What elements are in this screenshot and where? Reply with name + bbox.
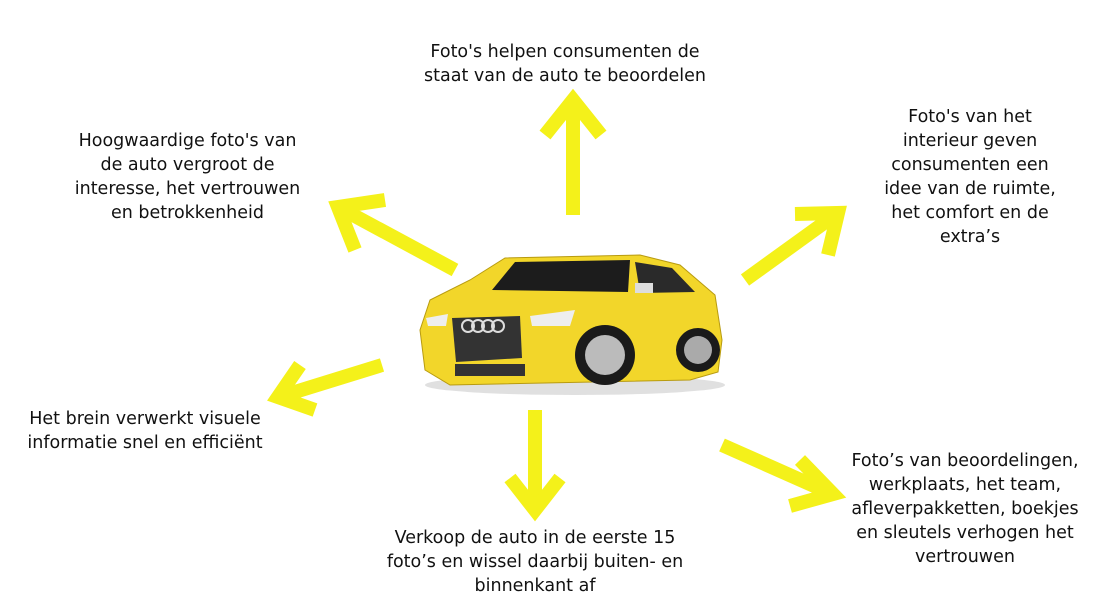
label-top: Foto's helpen consumenten de staat van d… bbox=[405, 40, 725, 88]
label-line: binnenkant af bbox=[474, 576, 596, 596]
arrow-up-right bbox=[740, 205, 847, 286]
label-line: Verkoop de auto in de eerste 15 bbox=[394, 528, 676, 548]
arrow-up-left bbox=[328, 193, 459, 277]
label-line: afleverpakketten, boekjes bbox=[851, 499, 1079, 519]
arrow-down-right bbox=[719, 438, 847, 513]
label-bottom: Verkoop de auto in de eerste 15 foto’s e… bbox=[365, 526, 705, 598]
label-line: vertrouwen bbox=[915, 547, 1015, 567]
label-line: Hoogwaardige foto's van bbox=[78, 131, 297, 151]
label-top-left: Hoogwaardige foto's van de auto vergroot… bbox=[50, 129, 325, 225]
label-right: Foto's van het interieur geven consument… bbox=[850, 105, 1090, 249]
label-line: de auto vergroot de bbox=[100, 155, 275, 175]
arrow-left bbox=[267, 358, 385, 417]
label-left: Het brein verwerkt visuele informatie sn… bbox=[10, 407, 280, 455]
label-line: informatie snel en efficiënt bbox=[27, 433, 263, 453]
label-line: interesse, het vertrouwen bbox=[74, 179, 301, 199]
arrow-down bbox=[504, 410, 566, 522]
arrow-up bbox=[539, 88, 607, 215]
label-line: foto’s en wissel daarbij buiten- en bbox=[386, 552, 684, 572]
car-image bbox=[419, 254, 725, 395]
label-line: en betrokkenheid bbox=[110, 203, 264, 223]
label-line: Foto’s van beoordelingen, bbox=[851, 451, 1079, 471]
label-line: staat van de auto te beoordelen bbox=[424, 66, 706, 86]
label-bottom-right: Foto’s van beoordelingen, werkplaats, he… bbox=[830, 449, 1100, 569]
label-line: het comfort en de bbox=[891, 203, 1049, 223]
label-line: interieur geven bbox=[902, 131, 1038, 151]
label-line: idee van de ruimte, bbox=[884, 179, 1056, 199]
label-line: Foto's helpen consumenten de bbox=[430, 42, 700, 62]
label-line: Het brein verwerkt visuele bbox=[29, 409, 261, 429]
label-line: extra’s bbox=[939, 227, 1001, 247]
label-line: werkplaats, het team, bbox=[868, 475, 1062, 495]
label-line: Foto's van het bbox=[908, 107, 1032, 127]
label-line: consumenten een bbox=[891, 155, 1049, 175]
label-line: en sleutels verhogen het bbox=[856, 523, 1074, 543]
